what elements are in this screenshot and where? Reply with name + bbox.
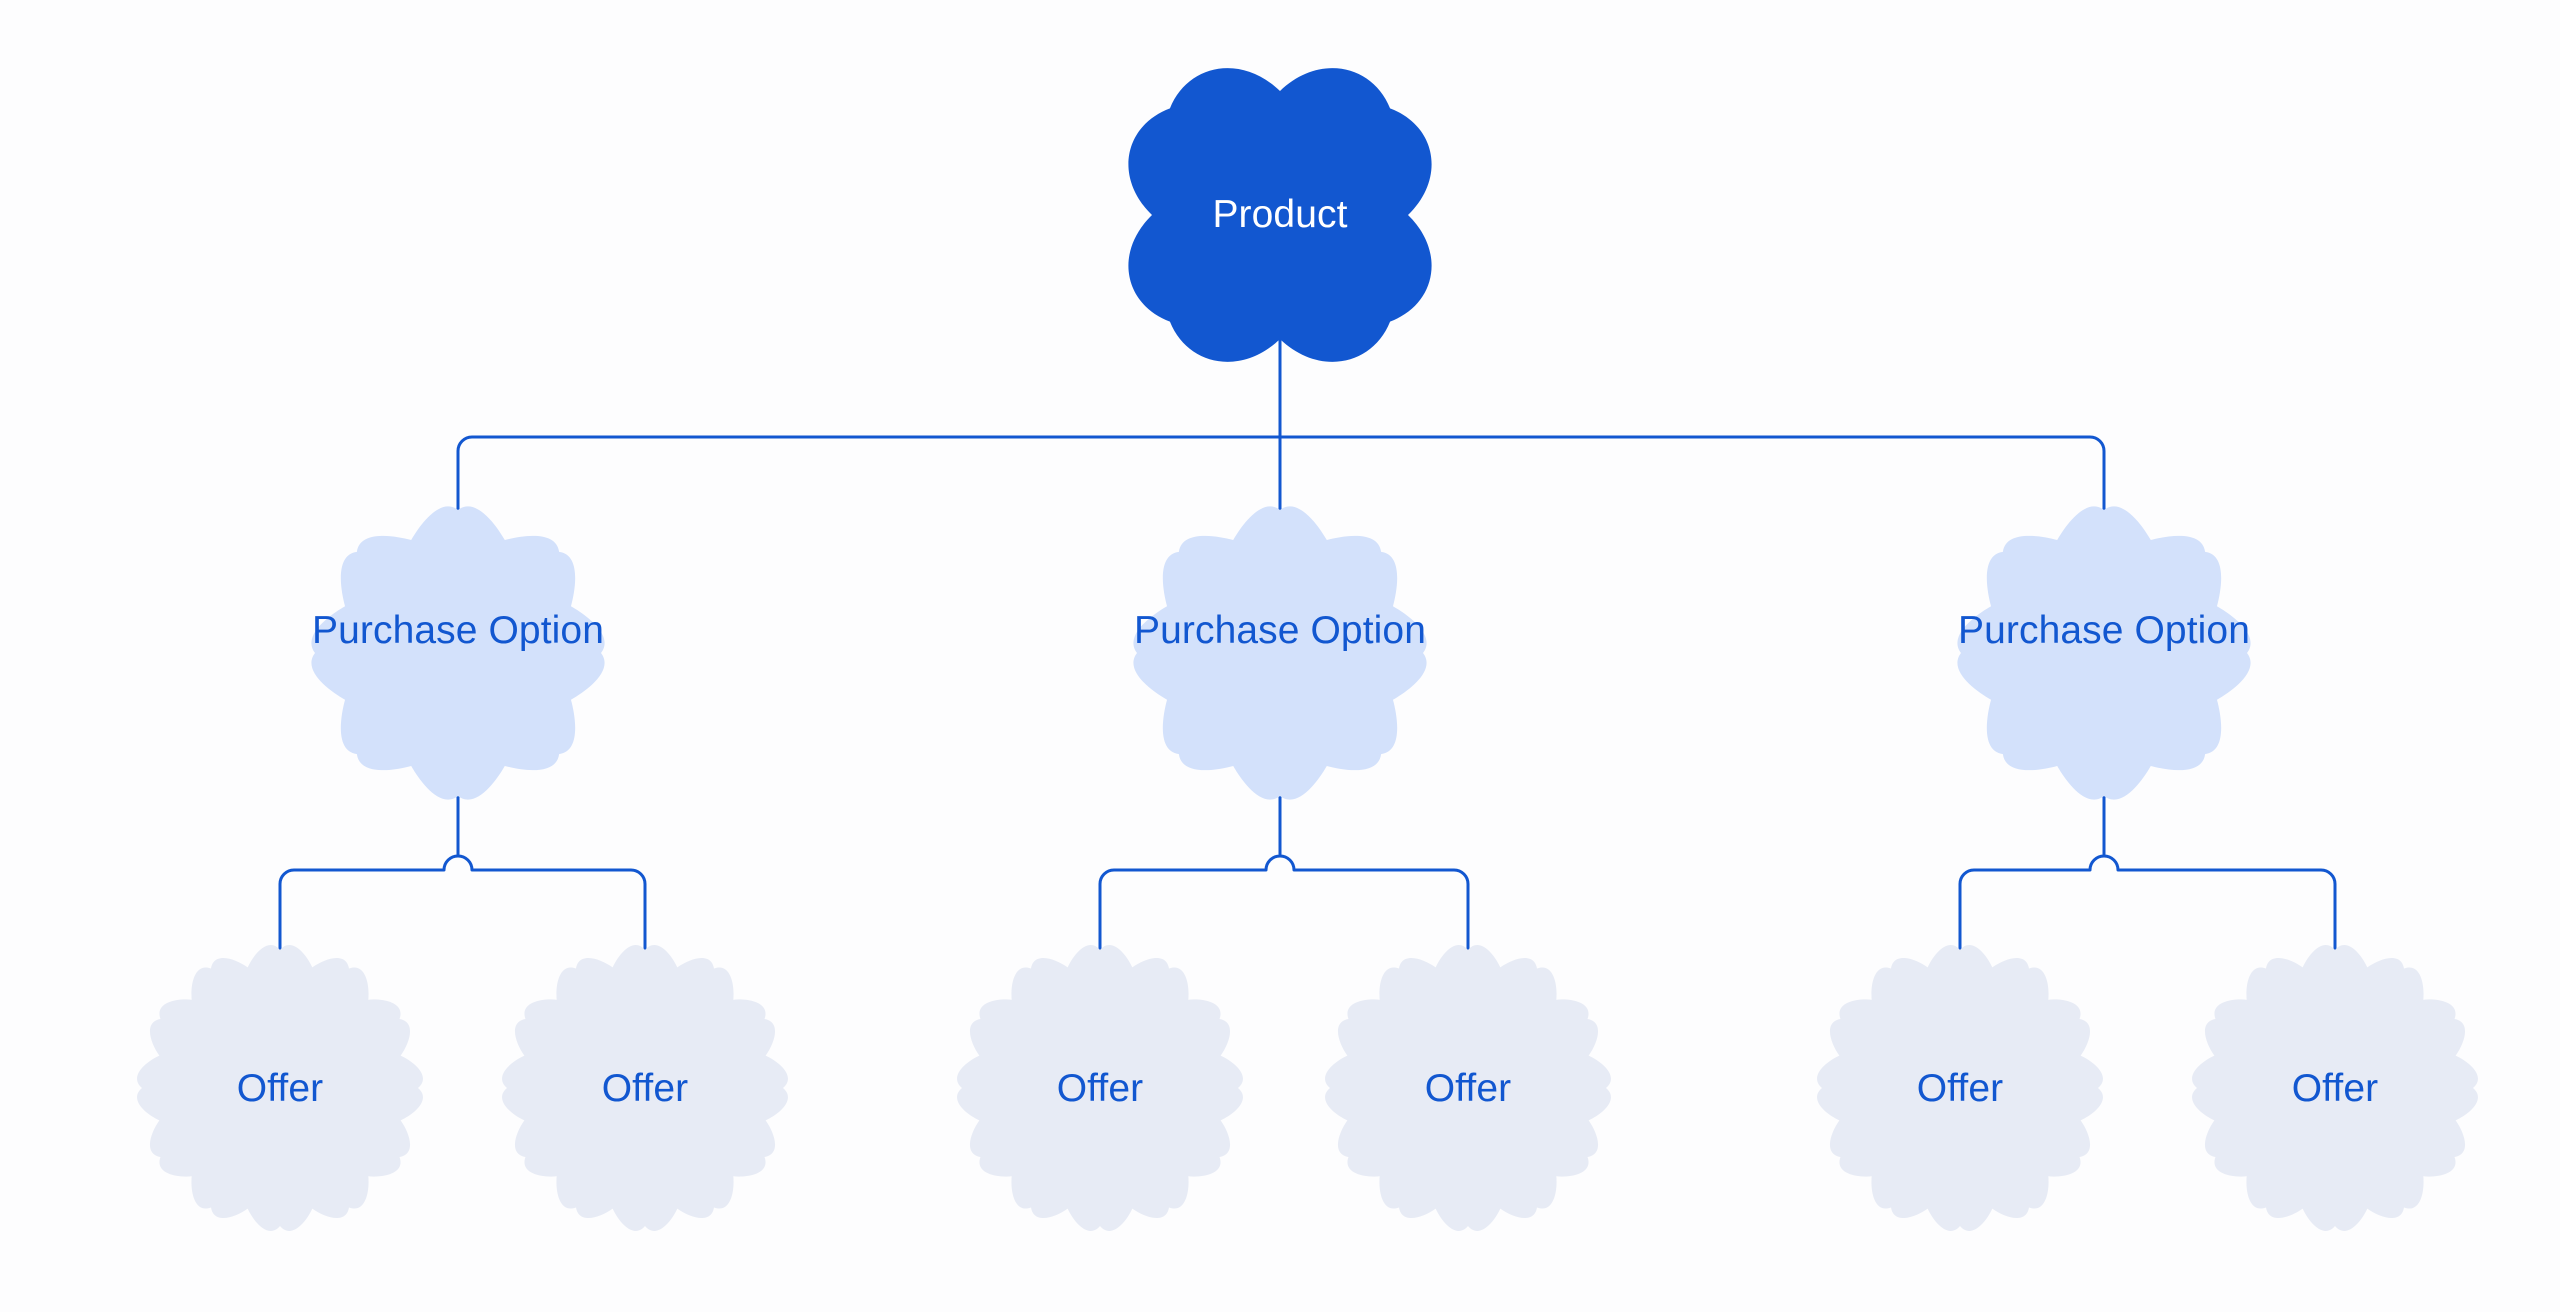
node-product[interactable] bbox=[1128, 68, 1432, 362]
connector-po2-right bbox=[1278, 854, 1470, 952]
node-purchase-option-2-shape[interactable] bbox=[1133, 506, 1427, 800]
connector-po3-stub bbox=[1958, 791, 2106, 952]
connector-layer bbox=[278, 336, 2337, 952]
connector-po1-stub bbox=[278, 791, 460, 952]
connector-root-to-po3 bbox=[1278, 435, 2106, 516]
node-purchase-option-3-shape[interactable] bbox=[1957, 506, 2251, 800]
node-offer-5[interactable] bbox=[1817, 945, 2103, 1231]
node-offer-6-shape[interactable] bbox=[2192, 945, 2478, 1231]
connector-po2-stub bbox=[1098, 791, 1282, 952]
node-purchase-option-3[interactable] bbox=[1957, 506, 2251, 800]
connector-root-to-po1 bbox=[456, 435, 1282, 516]
node-offer-4-shape[interactable] bbox=[1325, 945, 1611, 1231]
node-purchase-option-1-shape[interactable] bbox=[311, 506, 605, 800]
level-2-node-group bbox=[137, 945, 2478, 1231]
node-offer-4[interactable] bbox=[1325, 945, 1611, 1231]
node-offer-3-shape[interactable] bbox=[957, 945, 1243, 1231]
node-offer-2-shape[interactable] bbox=[502, 945, 788, 1231]
node-offer-6[interactable] bbox=[2192, 945, 2478, 1231]
node-offer-2[interactable] bbox=[502, 945, 788, 1231]
node-offer-3[interactable] bbox=[957, 945, 1243, 1231]
connector-po1-right bbox=[456, 854, 647, 952]
node-offer-5-shape[interactable] bbox=[1817, 945, 2103, 1231]
connector-po3-right bbox=[2102, 854, 2337, 952]
node-offer-1[interactable] bbox=[137, 945, 423, 1231]
node-offer-1-shape[interactable] bbox=[137, 945, 423, 1231]
level-1-node-group bbox=[311, 506, 2251, 800]
node-purchase-option-1[interactable] bbox=[311, 506, 605, 800]
node-product-shape[interactable] bbox=[1128, 68, 1432, 362]
node-purchase-option-2[interactable] bbox=[1133, 506, 1427, 800]
